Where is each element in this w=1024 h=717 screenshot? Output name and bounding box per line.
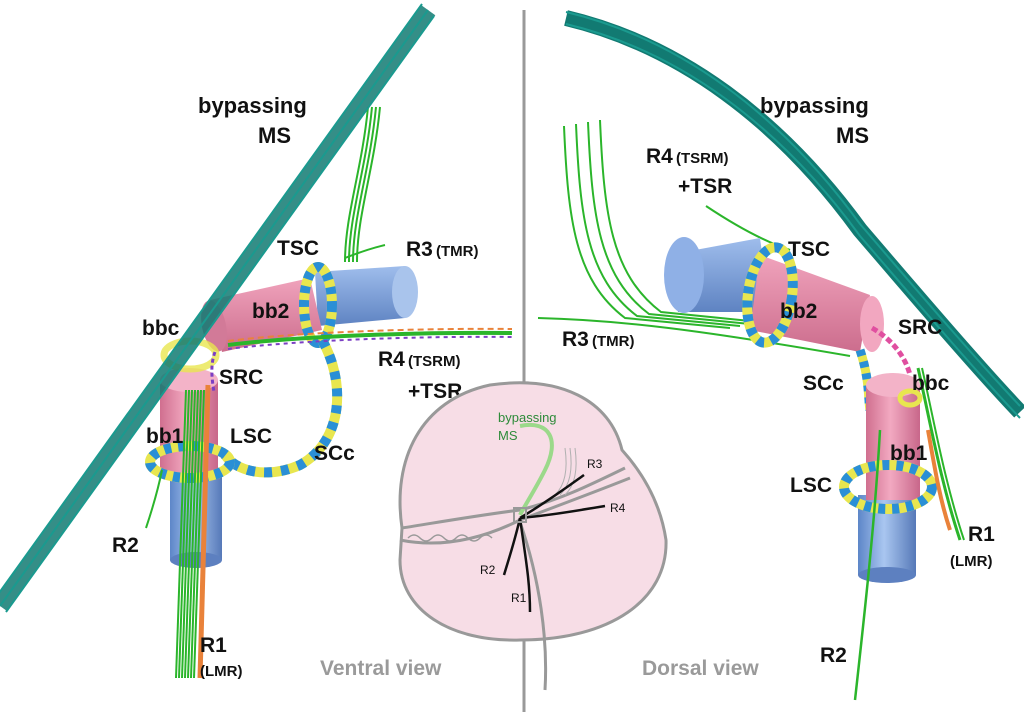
ventral-r4-label: R4 bbox=[378, 348, 405, 371]
ventral-scc-loop-stripes bbox=[220, 337, 343, 478]
inset-r3-fibers bbox=[554, 447, 577, 496]
dorsal-r3-fibers bbox=[537, 119, 851, 357]
ventral-src-path bbox=[210, 351, 217, 393]
ventral-bbc-label: bbc bbox=[142, 317, 180, 340]
dorsal-bbc-ring bbox=[897, 388, 923, 408]
ventral-r2-label: R2 bbox=[112, 534, 139, 557]
dorsal-tsc-label: TSC bbox=[788, 238, 830, 261]
ventral-view: bypassing MS TSC R3 (TMR) bb2 bbc R4 (TS… bbox=[0, 3, 513, 680]
dorsal-r3-label: R3 bbox=[562, 328, 589, 351]
inset-r2-label: R2 bbox=[480, 563, 496, 577]
dorsal-bb1-label: bb1 bbox=[890, 442, 928, 465]
ventral-r4-dashed-orange bbox=[227, 327, 513, 342]
ventral-src-label: SRC bbox=[219, 366, 263, 389]
ventral-lsc-label: LSC bbox=[230, 425, 272, 448]
dorsal-src-path bbox=[870, 325, 913, 376]
ventral-r3-fibers bbox=[344, 106, 386, 263]
ventral-r2-fiber bbox=[145, 469, 163, 529]
dorsal-r1-fibers bbox=[916, 367, 965, 541]
ventral-view-label: Ventral view bbox=[320, 657, 442, 680]
inset-diagram: bypassing MS R3 R4 R2 R1 bbox=[398, 381, 668, 691]
dorsal-tsr-label: +TSR bbox=[678, 175, 732, 198]
ventral-bypassing-ms-bundle bbox=[0, 3, 436, 613]
ventral-r4-tube bbox=[227, 330, 513, 347]
ventral-tsc-label: TSC bbox=[277, 237, 319, 260]
dorsal-lsc-label: LSC bbox=[790, 474, 832, 497]
dorsal-bypassing-label: bypassing bbox=[760, 93, 869, 118]
ventral-bb2-blue-cylinder bbox=[315, 266, 418, 326]
ventral-r4-sub-label: (TSRM) bbox=[408, 353, 461, 370]
inset-stalk bbox=[518, 521, 548, 691]
ventral-r3-sub-label: (TMR) bbox=[436, 243, 478, 260]
inset-r4-label: R4 bbox=[610, 501, 626, 515]
dorsal-view-label: Dorsal view bbox=[642, 657, 759, 680]
dorsal-r2-fiber bbox=[853, 429, 882, 701]
inset-fold-upper bbox=[401, 466, 626, 530]
dorsal-r4-label: R4 bbox=[646, 145, 673, 168]
dorsal-scc-label: SCc bbox=[803, 372, 844, 395]
ventral-r1-bundle bbox=[175, 384, 211, 679]
dorsal-lsc-ring-stripes bbox=[839, 460, 937, 514]
dorsal-bypassing-ms-bundle bbox=[564, 10, 1024, 419]
dorsal-ms-label: MS bbox=[836, 123, 869, 148]
ventral-scc-label: SCc bbox=[314, 442, 355, 465]
dorsal-view: bypassing MS R4 (TSRM) +TSR TSC R3 (TMR)… bbox=[537, 10, 1024, 701]
dorsal-bbc-label: bbc bbox=[912, 372, 950, 395]
dorsal-r2-label: R2 bbox=[820, 644, 847, 667]
ventral-tsr-label: +TSR bbox=[408, 380, 462, 403]
inset-bypassing-label: bypassing bbox=[498, 410, 557, 425]
ventral-r1-sub-label: (LMR) bbox=[200, 663, 242, 680]
inset-roots bbox=[502, 473, 606, 613]
ventral-ms-label: MS bbox=[258, 123, 291, 148]
dorsal-tsc-ring-stripes bbox=[742, 242, 798, 348]
ventral-r3-label: R3 bbox=[406, 238, 433, 261]
ventral-r1-label: R1 bbox=[200, 634, 227, 657]
dorsal-src-label: SRC bbox=[898, 316, 942, 339]
ventral-bb2-label: bb2 bbox=[252, 300, 289, 323]
dorsal-r3-sub-label: (TMR) bbox=[592, 333, 634, 350]
ventral-bb1-label: bb1 bbox=[146, 425, 184, 448]
inset-r3-label: R3 bbox=[587, 457, 603, 471]
ventral-lsc-ring-stripes bbox=[145, 441, 235, 483]
inset-wavy-line bbox=[407, 534, 493, 542]
dorsal-bb2-label: bb2 bbox=[780, 300, 817, 323]
ventral-bypassing-label: bypassing bbox=[198, 93, 307, 118]
inset-ms-label: MS bbox=[498, 428, 518, 443]
inset-r1-label: R1 bbox=[511, 591, 527, 605]
dorsal-r1-label: R1 bbox=[968, 523, 995, 546]
dorsal-r4-sub-label: (TSRM) bbox=[676, 150, 729, 167]
inset-junction-box bbox=[513, 507, 527, 523]
dorsal-r1-sub-label: (LMR) bbox=[950, 553, 992, 570]
inset-bypassing-ms-path bbox=[518, 422, 554, 516]
